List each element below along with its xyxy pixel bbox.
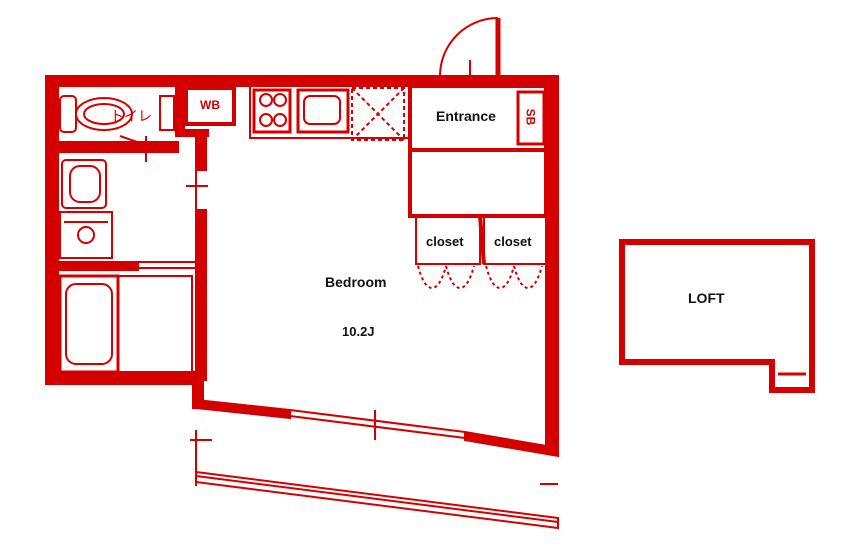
toilet-label: トイレ (110, 108, 152, 124)
entrance-label: Entrance (436, 108, 496, 124)
loft-label: LOFT (688, 290, 725, 306)
entrance-door (439, 17, 501, 80)
kitchen-counter (249, 85, 411, 141)
bedroom-label: Bedroom (325, 274, 387, 290)
loft-outline (619, 239, 815, 393)
exterior-walls (45, 75, 559, 458)
closet-doors (417, 265, 543, 290)
closet-right-label: closet (494, 234, 532, 249)
bedroom-window (289, 409, 466, 440)
bathtub (58, 274, 193, 374)
entrance-area (408, 84, 548, 265)
shoe-box-label: SB (523, 108, 538, 126)
closet-left-label: closet (426, 234, 464, 249)
bedroom-size-label: 10.2J (342, 324, 375, 339)
balcony (190, 430, 559, 530)
washing-machine-box (184, 86, 236, 126)
interior-walls (57, 85, 209, 381)
washing-machine-label: WB (200, 98, 220, 112)
washbasin (59, 159, 113, 259)
toilet-fixture (59, 95, 175, 133)
